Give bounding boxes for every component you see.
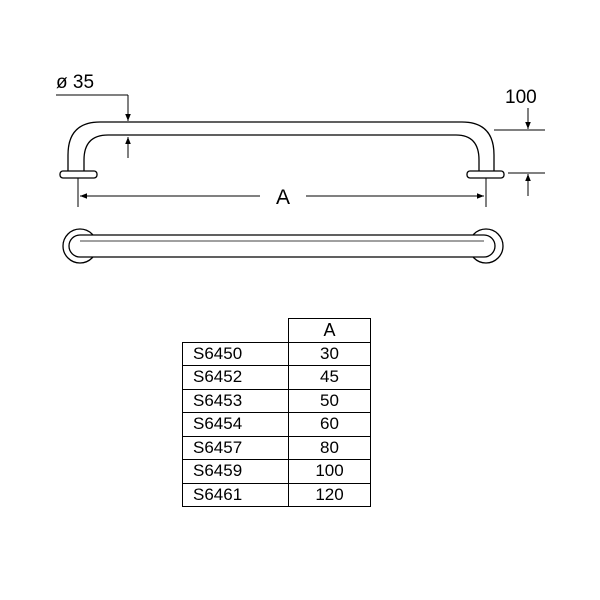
table-header-row: A xyxy=(182,318,371,343)
product-code: S6450 xyxy=(182,341,289,366)
table-header-blank xyxy=(182,318,289,343)
length-value: 45 xyxy=(288,365,371,390)
length-label: A xyxy=(276,186,290,209)
table-row: S6457 80 xyxy=(182,435,371,460)
product-code: S6452 xyxy=(182,365,289,390)
product-code: S6461 xyxy=(182,482,289,507)
length-value: 50 xyxy=(288,388,371,413)
length-value: 120 xyxy=(288,482,371,507)
table-row: S6454 60 xyxy=(182,412,371,437)
length-value: 60 xyxy=(288,412,371,437)
right-flange xyxy=(466,170,505,179)
length-value: 80 xyxy=(288,435,371,460)
table-row: S6450 30 xyxy=(182,341,371,366)
length-dimension xyxy=(77,178,487,207)
diameter-label: ø 35 xyxy=(56,72,94,93)
diameter-dimension xyxy=(56,94,131,158)
table-header-a: A xyxy=(288,318,371,343)
size-table: A S6450 30 S6452 45 S6453 50 S6454 60 S6… xyxy=(182,318,371,507)
table-row: S6459 100 xyxy=(182,459,371,484)
table-row: S6461 120 xyxy=(182,482,371,507)
table-row: S6453 50 xyxy=(182,388,371,413)
projection-dimension xyxy=(494,108,545,196)
product-code: S6454 xyxy=(182,412,289,437)
product-code: S6457 xyxy=(182,435,289,460)
bar-outer-outline xyxy=(67,121,495,172)
length-value: 100 xyxy=(288,459,371,484)
left-flange xyxy=(59,170,98,179)
side-view xyxy=(59,121,505,179)
length-value: 30 xyxy=(288,341,371,366)
projection-label: 100 xyxy=(505,87,537,108)
bar-inner-outline xyxy=(83,134,480,172)
bar-top-outline xyxy=(68,234,496,258)
product-code: S6459 xyxy=(182,459,289,484)
product-code: S6453 xyxy=(182,388,289,413)
top-view xyxy=(62,228,504,264)
table-row: S6452 45 xyxy=(182,365,371,390)
